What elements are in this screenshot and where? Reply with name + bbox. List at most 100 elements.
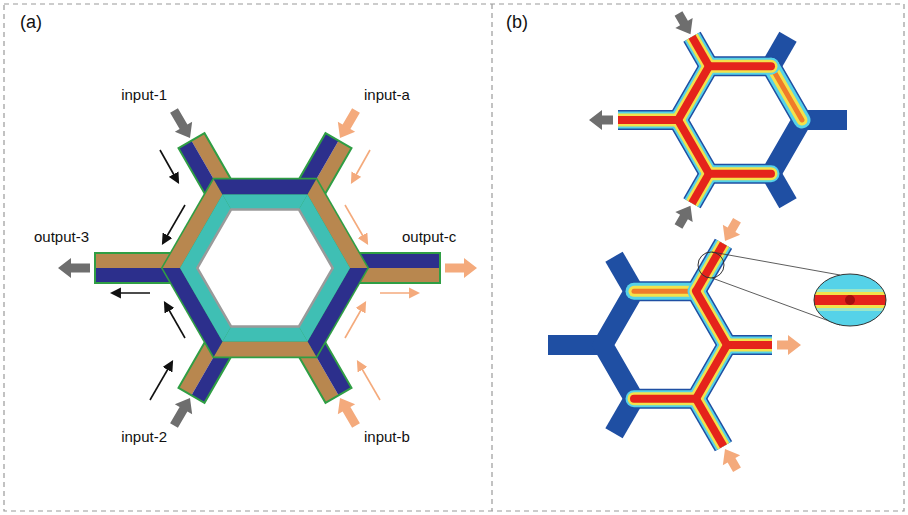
waveguide-base <box>603 291 727 398</box>
field-band <box>618 114 678 127</box>
field-band <box>696 244 724 292</box>
field-band <box>692 37 709 66</box>
block-arrow <box>170 108 192 138</box>
flow-arrow <box>163 205 185 243</box>
field-band <box>696 399 724 447</box>
ring-stripe <box>214 179 316 194</box>
panel-label: (b) <box>506 12 528 33</box>
flow-arrows <box>112 150 418 400</box>
inset-hotspot <box>845 295 855 305</box>
dashed-divider <box>491 4 492 511</box>
field-band <box>696 291 727 345</box>
field-band <box>709 165 771 182</box>
field-band <box>692 174 709 203</box>
block-arrow <box>723 449 741 472</box>
waveguide-base <box>692 37 709 66</box>
field-band <box>692 174 709 203</box>
flow-arrow <box>345 303 365 338</box>
block-arrow <box>777 335 801 355</box>
block-arrow <box>338 108 360 138</box>
field-band <box>696 244 724 292</box>
waveguide-base <box>692 174 709 203</box>
field-band <box>678 66 709 120</box>
waveguide-base <box>618 110 678 130</box>
field-band <box>709 170 771 178</box>
field-band <box>634 283 696 300</box>
field-band <box>696 244 724 292</box>
field-band <box>709 60 771 73</box>
inset-field <box>812 272 888 328</box>
field-band <box>634 390 696 407</box>
zoom-inset <box>698 252 888 328</box>
field-band <box>634 286 696 297</box>
waveguide-base <box>696 244 724 292</box>
block-arrow <box>675 206 693 229</box>
field-band <box>696 399 724 447</box>
block-arrow <box>445 258 477 278</box>
block-arrow <box>589 110 613 130</box>
field-band <box>692 37 709 66</box>
field-band <box>696 345 727 399</box>
field-band <box>771 66 802 120</box>
inset-band <box>812 292 888 308</box>
field-map <box>548 218 801 472</box>
field-band <box>678 120 709 174</box>
field-band <box>618 116 678 124</box>
port-label: input-2 <box>121 428 167 445</box>
waveguide-base <box>696 399 724 447</box>
block-arrow <box>723 218 741 241</box>
flow-arrow <box>380 292 418 294</box>
block-arrow <box>338 398 360 428</box>
zoom-marker <box>698 252 724 278</box>
field-band <box>634 392 696 405</box>
dashed-frame <box>4 4 904 511</box>
waveguide-base <box>727 335 772 355</box>
field-band <box>618 112 678 129</box>
flow-arrow <box>352 150 370 182</box>
field-band <box>696 345 727 399</box>
cladding-outline <box>161 178 369 358</box>
waveguide-hexagon <box>58 108 477 428</box>
field-band <box>696 291 727 345</box>
inset-band <box>812 289 888 311</box>
flow-arrow <box>345 205 367 243</box>
field-band <box>678 66 709 120</box>
field-band <box>727 341 772 349</box>
inset-ground <box>812 272 888 328</box>
field-band <box>696 399 724 447</box>
panel-label: (a) <box>20 12 42 33</box>
ring-stripe <box>223 327 308 342</box>
field-band <box>727 337 772 354</box>
field-band <box>709 167 771 180</box>
field-map <box>589 11 847 229</box>
field-band <box>727 339 772 352</box>
field-band <box>692 174 709 203</box>
field-band <box>678 120 709 174</box>
field-band <box>678 120 709 174</box>
field-band <box>709 58 771 75</box>
block-arrow <box>58 258 90 278</box>
waveguide-base <box>678 66 802 173</box>
field-band <box>696 345 727 399</box>
flow-arrow <box>165 303 185 338</box>
field-band <box>771 66 802 120</box>
field-band <box>634 289 696 294</box>
ring-stripe <box>214 342 316 357</box>
flow-arrow <box>160 150 178 182</box>
flow-arrow <box>150 362 172 400</box>
port-label: output-3 <box>34 228 89 245</box>
flow-arrow <box>112 292 150 294</box>
field-band <box>634 395 696 403</box>
block-arrow <box>675 11 693 34</box>
field-band <box>696 291 727 345</box>
field-band <box>692 37 709 66</box>
field-band <box>678 66 709 120</box>
port-label: output-c <box>402 228 456 245</box>
inner-core <box>197 209 332 326</box>
inset-outline <box>814 274 886 326</box>
field-band <box>709 62 771 70</box>
port-label: input-b <box>364 428 410 445</box>
flow-arrow <box>358 362 380 400</box>
